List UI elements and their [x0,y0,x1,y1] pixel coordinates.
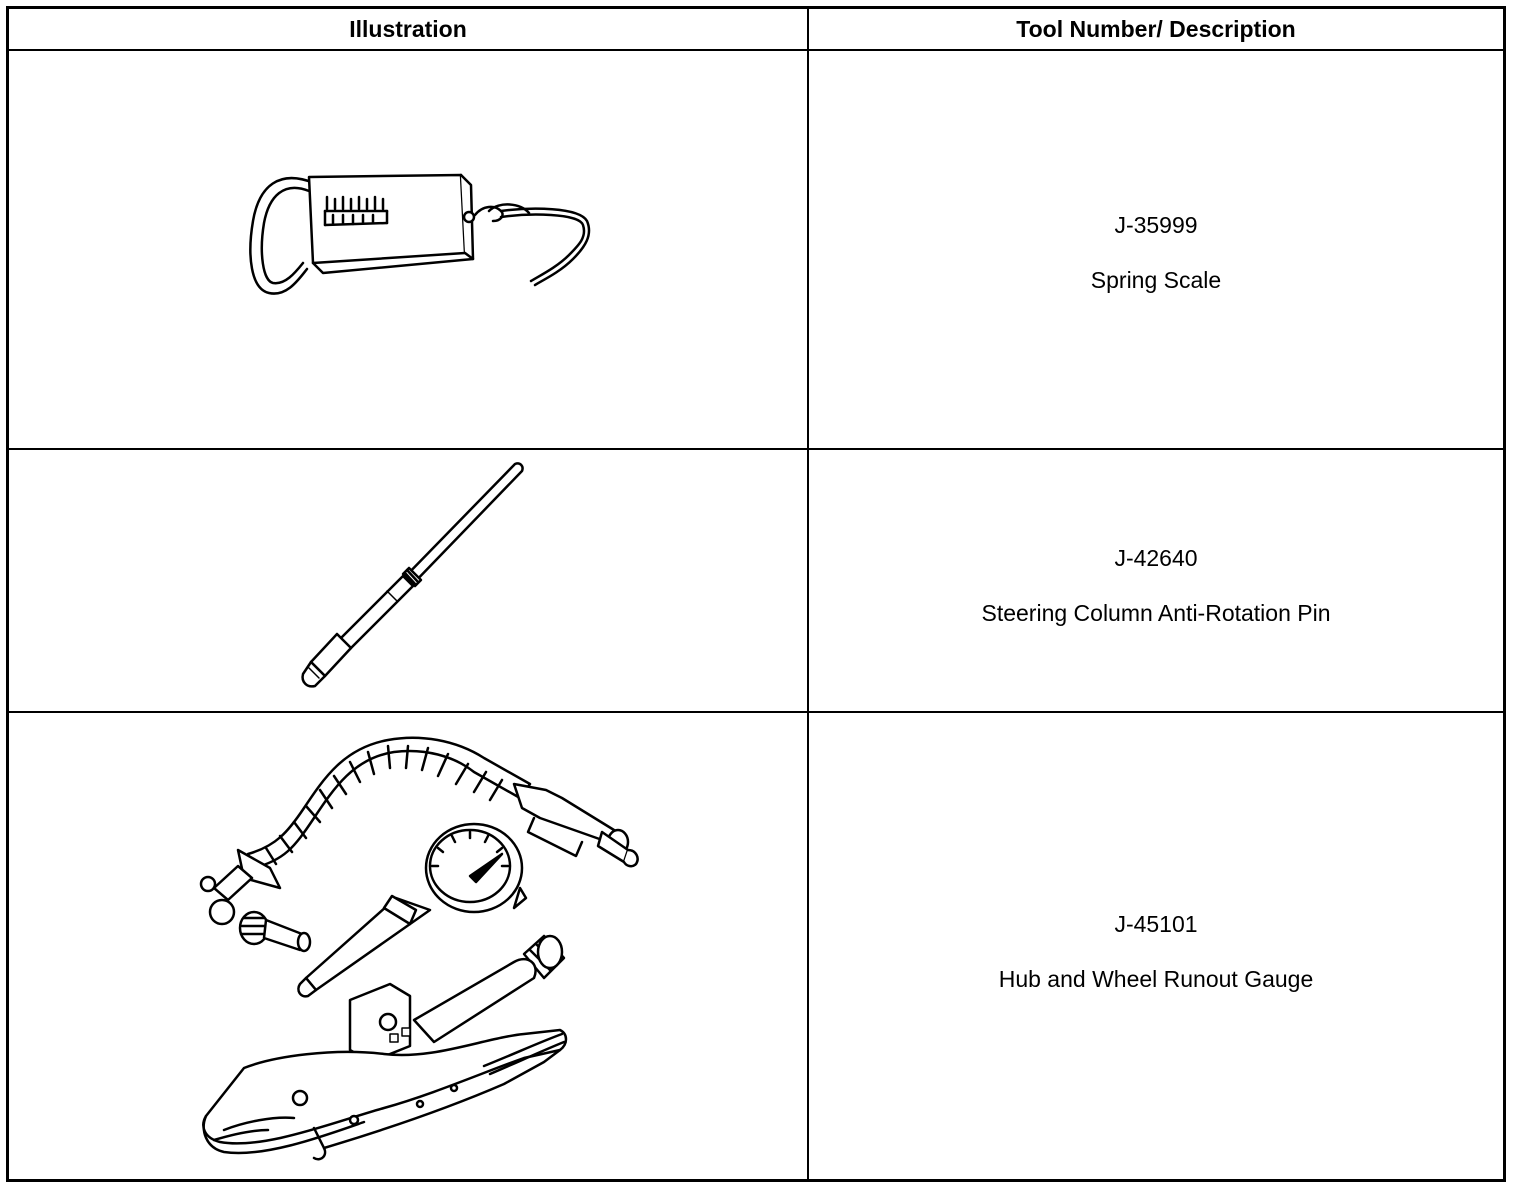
tool-description: Hub and Wheel Runout Gauge [998,966,1314,992]
tool-number: J-42640 [1114,545,1198,571]
header-tool-number-description: Tool Number/ Description [1016,15,1296,42]
table-row: J-42640 Steering Column Anti-Rotation Pi… [9,450,1503,713]
anti-rotation-pin-icon [301,462,524,688]
spring-scale-icon [249,173,591,295]
illustration-cell [9,450,809,711]
illustration-cell [9,51,809,448]
header-illustration: Illustration [9,9,809,49]
table-row: J-35999 Spring Scale [9,51,1503,450]
tool-cell: J-42640 Steering Column Anti-Rotation Pi… [809,450,1503,711]
illustration-cell [9,713,809,1179]
tool-cell: J-45101 Hub and Wheel Runout Gauge [809,713,1503,1179]
tool-description: Spring Scale [1090,267,1222,293]
tool-cell: J-35999 Spring Scale [809,51,1503,448]
runout-gauge-icon [199,736,639,1161]
tool-table: Illustration Tool Number/ Description [6,6,1506,1182]
tool-number: J-35999 [1114,212,1198,238]
table-header-row: Illustration Tool Number/ Description [9,9,1503,51]
tool-description: Steering Column Anti-Rotation Pin [981,600,1331,626]
tool-number: J-45101 [1114,911,1198,937]
table-row: J-45101 Hub and Wheel Runout Gauge [9,713,1503,1179]
